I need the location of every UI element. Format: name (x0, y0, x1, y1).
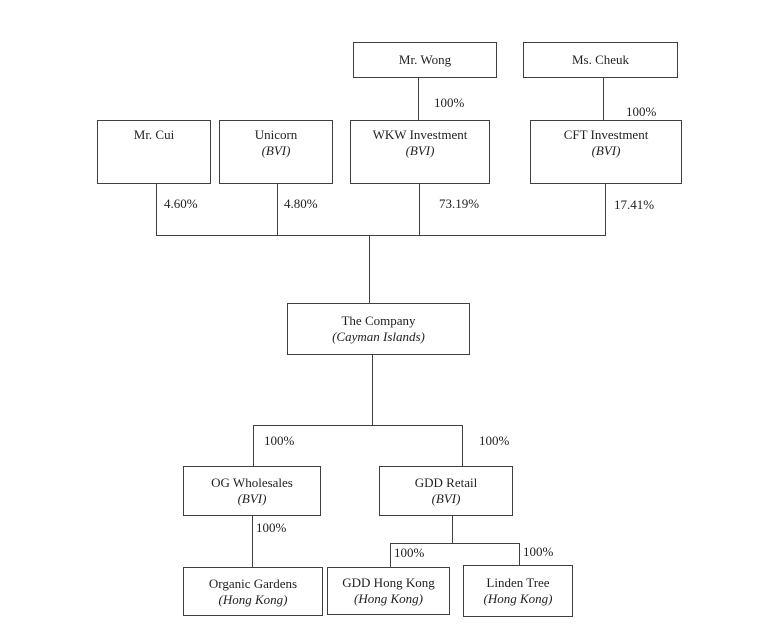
node-mr-cui: Mr. Cui (97, 120, 211, 184)
node-jurisdiction: (BVI) (405, 143, 435, 158)
node-jurisdiction: (Hong Kong) (218, 591, 288, 607)
node-label: The Company (341, 313, 416, 328)
node-linden-tree: Linden Tree (Hong Kong) (463, 565, 573, 617)
ownership-label-cheuk-cft: 100% (626, 104, 657, 119)
node-label: Mr. Cui (133, 127, 175, 142)
node-label: GDD Retail (414, 475, 478, 490)
ownership-label-wong-wkw: 100% (434, 95, 465, 110)
connector-line (156, 184, 157, 235)
connector-line (452, 516, 453, 544)
node-wkw-investment: WKW Investment (BVI) (350, 120, 490, 184)
node-jurisdiction: (BVI) (237, 491, 267, 506)
node-cft-investment: CFT Investment (BVI) (530, 120, 682, 184)
node-label: OG Wholesales (211, 475, 293, 490)
node-label: CFT Investment (563, 127, 649, 142)
connector-line (156, 235, 606, 236)
ownership-label-company-og: 100% (264, 433, 295, 448)
node-unicorn: Unicorn (BVI) (219, 120, 333, 184)
node-label: Mr. Wong (398, 52, 452, 67)
ownership-label-gdd-linden: 100% (523, 544, 554, 559)
node-og-wholesales: OG Wholesales (BVI) (183, 466, 321, 516)
connector-line (277, 184, 278, 235)
node-ms-cheuk: Ms. Cheuk (523, 42, 678, 78)
node-jurisdiction: (Hong Kong) (483, 591, 553, 606)
node-the-company: The Company (Cayman Islands) (287, 303, 470, 355)
connector-line (253, 425, 463, 426)
node-jurisdiction: (BVI) (261, 143, 291, 158)
node-label: Ms. Cheuk (571, 52, 630, 67)
node-label: Linden Tree (486, 575, 550, 590)
connector-line (369, 235, 370, 303)
node-label: GDD Hong Kong (342, 575, 435, 590)
connector-line (390, 543, 520, 544)
connector-line (519, 543, 520, 565)
node-label: Organic Gardens (208, 575, 298, 591)
ownership-label-cft: 17.41% (614, 197, 655, 212)
node-jurisdiction: (BVI) (431, 491, 461, 506)
connector-line (390, 543, 391, 567)
node-jurisdiction: (BVI) (591, 143, 621, 158)
ownership-label-unicorn: 4.80% (284, 196, 318, 211)
node-mr-wong: Mr. Wong (353, 42, 497, 78)
connector-line (603, 78, 604, 121)
connector-line (252, 516, 253, 567)
ownership-label-gdd-hk: 100% (394, 545, 425, 560)
node-gdd-retail: GDD Retail (BVI) (379, 466, 513, 516)
ownership-label-wkw: 73.19% (439, 196, 480, 211)
connector-line (462, 425, 463, 466)
ownership-label-og-organic: 100% (256, 520, 287, 535)
connector-line (253, 425, 254, 466)
node-label: WKW Investment (372, 127, 468, 142)
ownership-label-cui: 4.60% (164, 196, 198, 211)
node-gdd-hong-kong: GDD Hong Kong (Hong Kong) (327, 567, 450, 615)
node-organic-gardens: Organic Gardens (Hong Kong) (183, 567, 323, 616)
ownership-label-company-gdd: 100% (479, 433, 510, 448)
connector-line (418, 78, 419, 121)
connector-line (419, 184, 420, 235)
node-jurisdiction: (Cayman Islands) (332, 329, 425, 344)
connector-line (605, 184, 606, 235)
node-label: Unicorn (254, 127, 298, 142)
connector-line (372, 355, 373, 425)
node-jurisdiction: (Hong Kong) (354, 591, 423, 606)
